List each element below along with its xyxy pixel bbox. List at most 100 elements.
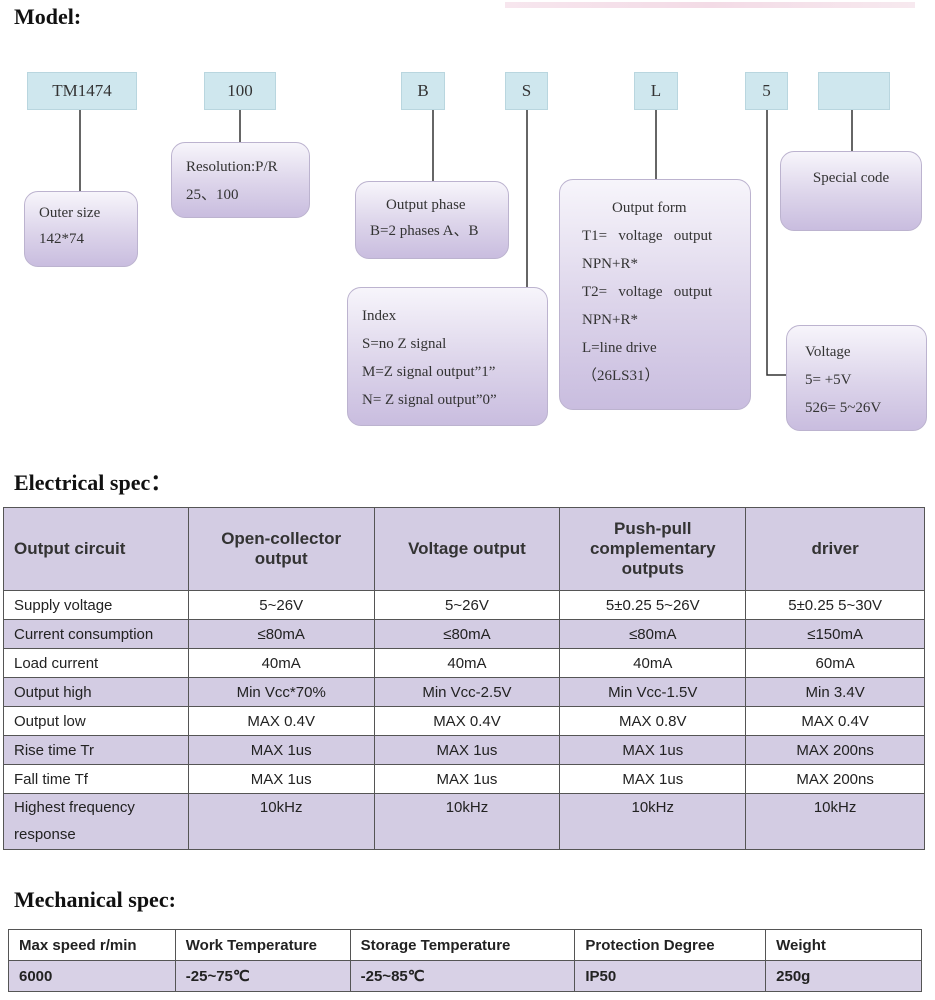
table-cell: 40mA — [187, 648, 375, 678]
column-header: Open-collector output — [187, 507, 375, 591]
table-cell: ≤150mA — [745, 619, 925, 649]
row-label: Fall time Tf — [3, 764, 189, 794]
code-box-output-form: L — [634, 72, 678, 110]
column-header: Storage Temperature — [349, 929, 576, 961]
table-cell: 6000 — [8, 960, 176, 992]
table-cell: Min Vcc*70% — [187, 677, 375, 707]
table-cell: 60mA — [745, 648, 925, 678]
table-cell: MAX 1us — [559, 735, 747, 765]
code-box-voltage: 5 — [745, 72, 788, 110]
column-header: Push-pull complementary outputs — [559, 507, 747, 591]
table-row: Fall time Tf MAX 1us MAX 1us MAX 1us MAX… — [3, 764, 925, 794]
table-header-row: Max speed r/min Work Temperature Storage… — [8, 929, 922, 961]
bubble-line: （26LS31） — [582, 368, 660, 384]
table-cell: MAX 1us — [559, 764, 747, 794]
table-cell: 10kHz — [187, 793, 375, 850]
table-cell: MAX 1us — [187, 735, 375, 765]
bubble-line: 25、100 — [186, 187, 239, 203]
code-box-resolution: 100 — [204, 72, 276, 110]
table-cell: ≤80mA — [559, 619, 747, 649]
row-label: Output low — [3, 706, 189, 736]
table-cell: MAX 1us — [373, 764, 561, 794]
bubble-line: Voltage — [805, 344, 851, 360]
table-row: Output high Min Vcc*70% Min Vcc-2.5V Min… — [3, 677, 925, 707]
table-cell: MAX 0.8V — [559, 706, 747, 736]
bubble-line: Special code — [812, 170, 890, 186]
bubble-line: Index — [362, 308, 397, 324]
bubble-line: Outer size — [39, 205, 101, 221]
table-cell: 40mA — [559, 648, 747, 678]
table-header-row: Output circuit Open-collector output Vol… — [3, 507, 925, 591]
table-cell: 10kHz — [559, 793, 747, 850]
model-connectors — [79, 110, 853, 376]
row-label: Supply voltage — [3, 590, 189, 620]
bubble-special-code: Special code — [780, 151, 922, 231]
bubble-line: M=Z signal output”1” — [362, 364, 496, 380]
bubble-outer-size: Outer size 142*74 — [24, 191, 138, 267]
table-cell: MAX 200ns — [745, 735, 925, 765]
table-row: Current consumption ≤80mA ≤80mA ≤80mA ≤1… — [3, 619, 925, 649]
bubble-line: NPN+R* — [582, 312, 638, 328]
table-cell: 250g — [765, 960, 922, 992]
column-header: Work Temperature — [174, 929, 351, 961]
column-header: driver — [745, 507, 925, 591]
table-cell: 5±0.25 5~26V — [559, 590, 747, 620]
row-label: Rise time Tr — [3, 735, 189, 765]
bubble-line: L=line drive — [582, 340, 657, 356]
table-cell: 5~26V — [187, 590, 375, 620]
column-header: Max speed r/min — [8, 929, 176, 961]
table-cell: Min 3.4V — [745, 677, 925, 707]
table-cell: ≤80mA — [373, 619, 561, 649]
column-header: Output circuit — [3, 507, 189, 591]
electrical-spec-table: Output circuit Open-collector output Vol… — [3, 507, 925, 850]
table-cell: Min Vcc-2.5V — [373, 677, 561, 707]
table-cell: -25~85℃ — [349, 960, 576, 992]
bubble-voltage: Voltage 5= +5V 526= 5~26V — [786, 325, 927, 431]
mechanical-title: Mechanical spec: — [14, 887, 176, 912]
bubble-line: B=2 phases A、B — [370, 223, 479, 239]
column-header: Weight — [765, 929, 922, 961]
code-box-special — [818, 72, 890, 110]
bubble-line: Output form — [612, 200, 687, 216]
table-cell: Min Vcc-1.5V — [559, 677, 747, 707]
electrical-title: Electrical spec： — [14, 470, 173, 495]
table-row: Rise time Tr MAX 1us MAX 1us MAX 1us MAX… — [3, 735, 925, 765]
column-header: Voltage output — [373, 507, 561, 591]
table-cell: 10kHz — [745, 793, 925, 850]
bubble-resolution: Resolution:P/R 25、100 — [171, 142, 310, 218]
table-cell: 10kHz — [373, 793, 561, 850]
table-cell: 5±0.25 5~30V — [745, 590, 925, 620]
bubble-line: NPN+R* — [582, 256, 638, 272]
table-row: Supply voltage 5~26V 5~26V 5±0.25 5~26V … — [3, 590, 925, 620]
model-title: Model: — [14, 4, 82, 29]
table-row: Load current 40mA 40mA 40mA 60mA — [3, 648, 925, 678]
table-cell: MAX 1us — [373, 735, 561, 765]
bubble-line: Resolution:P/R — [186, 159, 278, 175]
row-label: Current consumption — [3, 619, 189, 649]
table-row: Highest frequency response 10kHz 10kHz 1… — [3, 793, 925, 850]
bubble-output-phase: Output phase B=2 phases A、B — [355, 181, 509, 259]
table-cell: 5~26V — [373, 590, 561, 620]
decorative-stripe — [505, 2, 915, 8]
bubble-line: 526= 5~26V — [805, 400, 882, 416]
code-box-index: S — [505, 72, 548, 110]
table-cell: MAX 0.4V — [373, 706, 561, 736]
table-cell: MAX 0.4V — [745, 706, 925, 736]
row-label: Output high — [3, 677, 189, 707]
table-cell: IP50 — [574, 960, 767, 992]
table-row: Output low MAX 0.4V MAX 0.4V MAX 0.8V MA… — [3, 706, 925, 736]
table-cell: -25~75℃ — [174, 960, 351, 992]
row-label: Load current — [3, 648, 189, 678]
table-cell: MAX 1us — [187, 764, 375, 794]
column-header: Protection Degree — [574, 929, 767, 961]
bubble-line: 142*74 — [39, 231, 84, 247]
bubble-line: Output phase — [386, 197, 466, 213]
bubble-line: T1= voltage output — [582, 228, 713, 244]
bubble-line: T2= voltage output — [582, 284, 713, 300]
code-box-phase: B — [401, 72, 445, 110]
bubble-line: 5= +5V — [805, 372, 852, 388]
table-cell: ≤80mA — [187, 619, 375, 649]
table-cell: 40mA — [373, 648, 561, 678]
bubble-index: Index S=no Z signal M=Z signal output”1”… — [347, 287, 548, 426]
bubble-line: N= Z signal output”0” — [362, 392, 497, 408]
